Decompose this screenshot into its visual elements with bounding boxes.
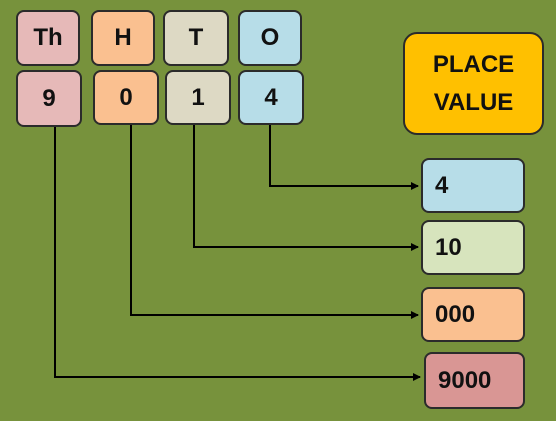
title-line-1: PLACE — [432, 50, 515, 78]
title-line-2: VALUE — [433, 88, 514, 116]
arrow-tens — [193, 125, 419, 251]
digit-tens: 1 — [165, 70, 231, 125]
arrow-hundreds — [130, 125, 419, 319]
place-value-thousands: 9000 — [424, 352, 525, 409]
arrow-thousands — [54, 127, 421, 381]
place-value-ones: 4 — [421, 158, 525, 213]
header-thousands: Th — [16, 10, 80, 66]
digit-hundreds: 0 — [93, 70, 159, 125]
digit-ones: 4 — [238, 70, 304, 125]
digit-thousands: 9 — [16, 70, 82, 127]
place-value-hundreds: 000 — [421, 287, 525, 342]
place-value-title: PLACE VALUE — [403, 32, 544, 135]
header-ones: O — [238, 10, 302, 66]
place-value-tens: 10 — [421, 220, 525, 275]
header-tens: T — [163, 10, 229, 66]
header-hundreds: H — [91, 10, 155, 66]
arrow-ones — [269, 125, 419, 190]
